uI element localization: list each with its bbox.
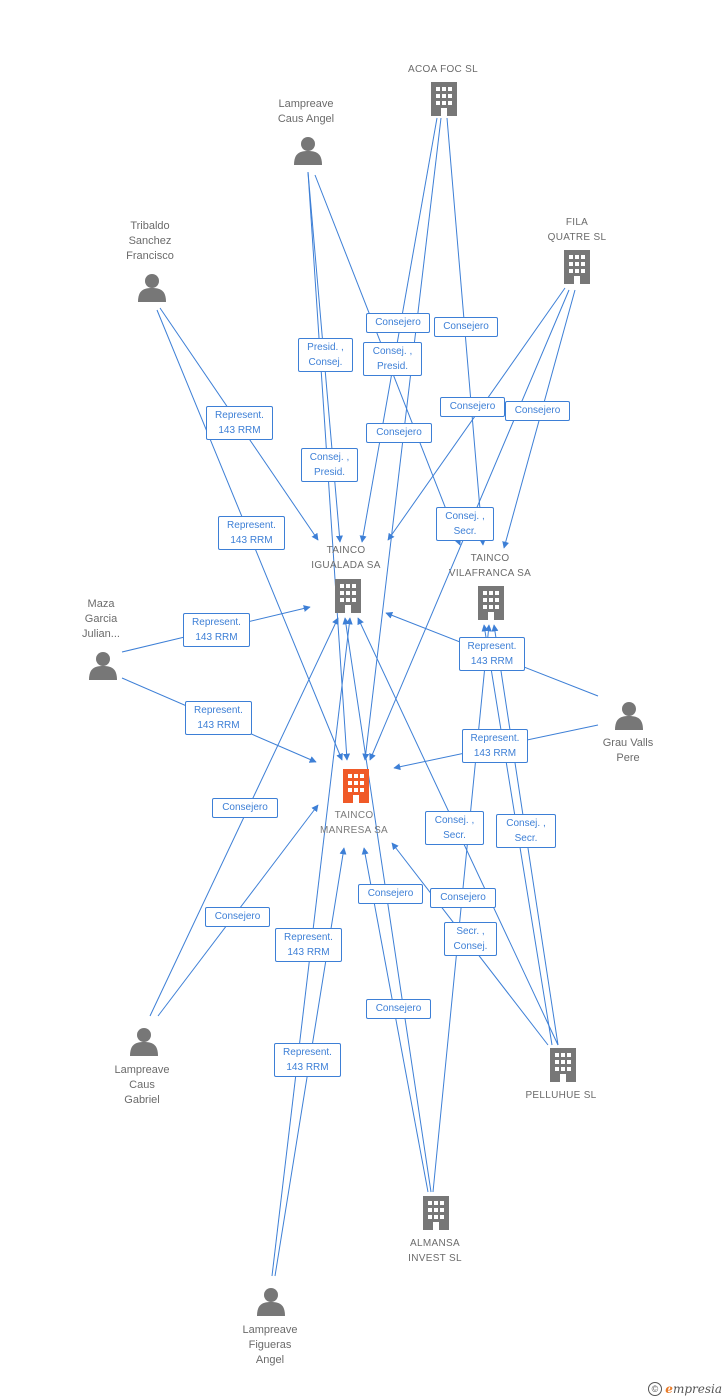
person-icon-maza[interactable]: [89, 652, 117, 680]
relation-label-r7[interactable]: Represent. 143 RRM: [206, 406, 273, 440]
person-icon-lampreave-caus-gabriel[interactable]: [130, 1028, 158, 1056]
building-icon-fila-quatre[interactable]: [564, 250, 590, 284]
edge-line-22: [342, 617, 432, 1193]
building-icon-tainco-manresa[interactable]: [343, 769, 369, 803]
relation-label-r15[interactable]: Represent. 143 RRM: [462, 729, 528, 763]
relation-label-r25[interactable]: Represent. 143 RRM: [274, 1043, 341, 1077]
relation-label-r18[interactable]: Consej. , Secr.: [496, 814, 556, 848]
node-label-tribaldo[interactable]: Tribaldo Sanchez Francisco: [126, 220, 174, 262]
relation-label-r11[interactable]: Represent. 143 RRM: [218, 516, 285, 550]
node-label-maza[interactable]: Maza Garcia Julian...: [82, 598, 120, 640]
relation-label-r19[interactable]: Consejero: [358, 884, 423, 904]
icons-layer: [89, 82, 643, 1316]
node-label-fila-quatre[interactable]: FILA QUATRE SL: [547, 217, 607, 243]
relation-label-r23[interactable]: Represent. 143 RRM: [275, 928, 342, 962]
building-icon-tainco-igualada[interactable]: [335, 579, 361, 613]
node-label-acoa-foc[interactable]: ACOA FOC SL: [408, 64, 478, 75]
node-label-tainco-manresa[interactable]: TAINCO MANRESA SA: [319, 810, 389, 836]
node-label-pelluhue[interactable]: PELLUHUE SL: [525, 1090, 597, 1101]
relation-label-r4[interactable]: Consej. , Presid.: [363, 342, 422, 376]
edge-line-23: [361, 847, 429, 1193]
relation-label-r5[interactable]: Consejero: [440, 397, 505, 417]
relation-label-r6[interactable]: Consejero: [505, 401, 570, 421]
person-icon-tribaldo[interactable]: [138, 274, 166, 302]
building-icon-almansa[interactable]: [423, 1196, 449, 1230]
relation-label-r21[interactable]: Consejero: [205, 907, 270, 927]
building-icon-pelluhue[interactable]: [550, 1048, 576, 1082]
relation-label-r24[interactable]: Consejero: [366, 999, 431, 1019]
relation-label-r1[interactable]: Consejero: [366, 313, 430, 333]
brand-logo: empresia: [665, 1382, 722, 1396]
relation-label-r2[interactable]: Consejero: [434, 317, 498, 337]
relation-label-r20[interactable]: Consejero: [430, 888, 496, 908]
person-icon-lampreave-caus-angel[interactable]: [294, 137, 322, 165]
relation-label-r17[interactable]: Consej. , Secr.: [425, 811, 484, 845]
node-label-tainco-igualada[interactable]: TAINCO IGUALADA SA: [311, 545, 381, 571]
person-icon-lampreave-figueras[interactable]: [257, 1288, 285, 1316]
node-label-grau-valls[interactable]: Grau Valls Pere: [602, 737, 654, 764]
building-icon-acoa-foc[interactable]: [431, 82, 457, 116]
relation-label-r9[interactable]: Consej. , Presid.: [301, 448, 358, 482]
node-label-lampreave-caus-gabriel[interactable]: Lampreave Caus Gabriel: [114, 1064, 170, 1106]
relation-label-r22[interactable]: Secr. , Consej.: [444, 922, 497, 956]
relation-label-r16[interactable]: Consejero: [212, 798, 278, 818]
relation-label-r3[interactable]: Presid. , Consej.: [298, 338, 353, 372]
node-label-lampreave-figueras[interactable]: Lampreave Figueras Angel: [242, 1324, 298, 1366]
node-label-almansa[interactable]: ALMANSA INVEST SL: [408, 1238, 462, 1264]
person-icon-grau-valls[interactable]: [615, 702, 643, 730]
building-icon-tainco-vilafranca[interactable]: [478, 586, 504, 620]
node-label-tainco-vilafranca[interactable]: TAINCO VILAFRANCA SA: [448, 553, 532, 579]
node-label-lampreave-caus-angel[interactable]: Lampreave Caus Angel: [277, 98, 335, 125]
relation-label-r10[interactable]: Consej. , Secr.: [436, 507, 494, 541]
relation-label-r8[interactable]: Consejero: [366, 423, 432, 443]
copyright-icon: ©: [647, 1382, 662, 1396]
relation-label-r14[interactable]: Represent. 143 RRM: [185, 701, 252, 735]
relation-label-r13[interactable]: Represent. 143 RRM: [459, 637, 525, 671]
edge-line-24: [432, 624, 492, 1193]
footer-branding: © empresia: [647, 1381, 722, 1396]
relation-label-r12[interactable]: Represent. 143 RRM: [183, 613, 250, 647]
